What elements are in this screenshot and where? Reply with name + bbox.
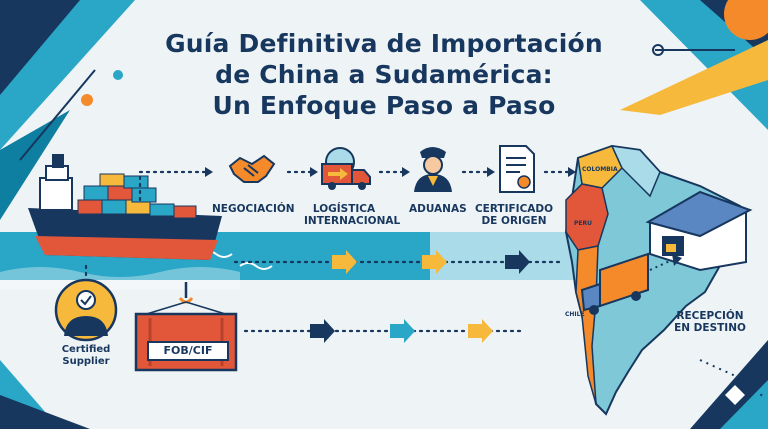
south-america-map xyxy=(564,144,744,416)
title-line-3: Un Enfoque Paso a Paso xyxy=(212,91,556,120)
step-label-negociacion: NEGOCIACIÓN xyxy=(212,203,295,215)
flow-arrowheads xyxy=(205,167,576,177)
map-label-peru: PERU xyxy=(574,220,592,227)
destination-path xyxy=(699,359,766,399)
map-label-colombia: COLOMBIA xyxy=(582,166,618,173)
title-line-1: Guía Definitiva de Importación xyxy=(165,29,603,58)
delivery-truck-icon xyxy=(321,147,371,190)
container-ship-icon xyxy=(28,154,222,260)
flow-lines xyxy=(84,170,570,333)
flow-arrows xyxy=(310,250,530,343)
certificate-icon xyxy=(499,145,535,193)
certified-supplier-icon xyxy=(54,278,118,342)
supplier-label: Certified Supplier xyxy=(61,344,111,367)
container-label: FOB/CIF xyxy=(147,341,229,361)
map-label-chile: CHILE xyxy=(565,311,585,318)
handshake-icon xyxy=(228,154,276,183)
title-line-2: de China a Sudamérica: xyxy=(215,60,553,89)
step-label-certificado: CERTIFICADO DE ORIGEN xyxy=(474,203,554,227)
step-label-logistica: LOGÍSTICA INTERNACIONAL xyxy=(304,203,401,227)
step-label-aduanas: ADUANAS xyxy=(409,203,467,215)
destination-label: RECEPCIÓN EN DESTINO xyxy=(674,310,746,334)
warehouse-icon xyxy=(645,190,753,272)
customs-officer-icon xyxy=(414,147,452,192)
destination-truck-icon xyxy=(580,252,682,315)
